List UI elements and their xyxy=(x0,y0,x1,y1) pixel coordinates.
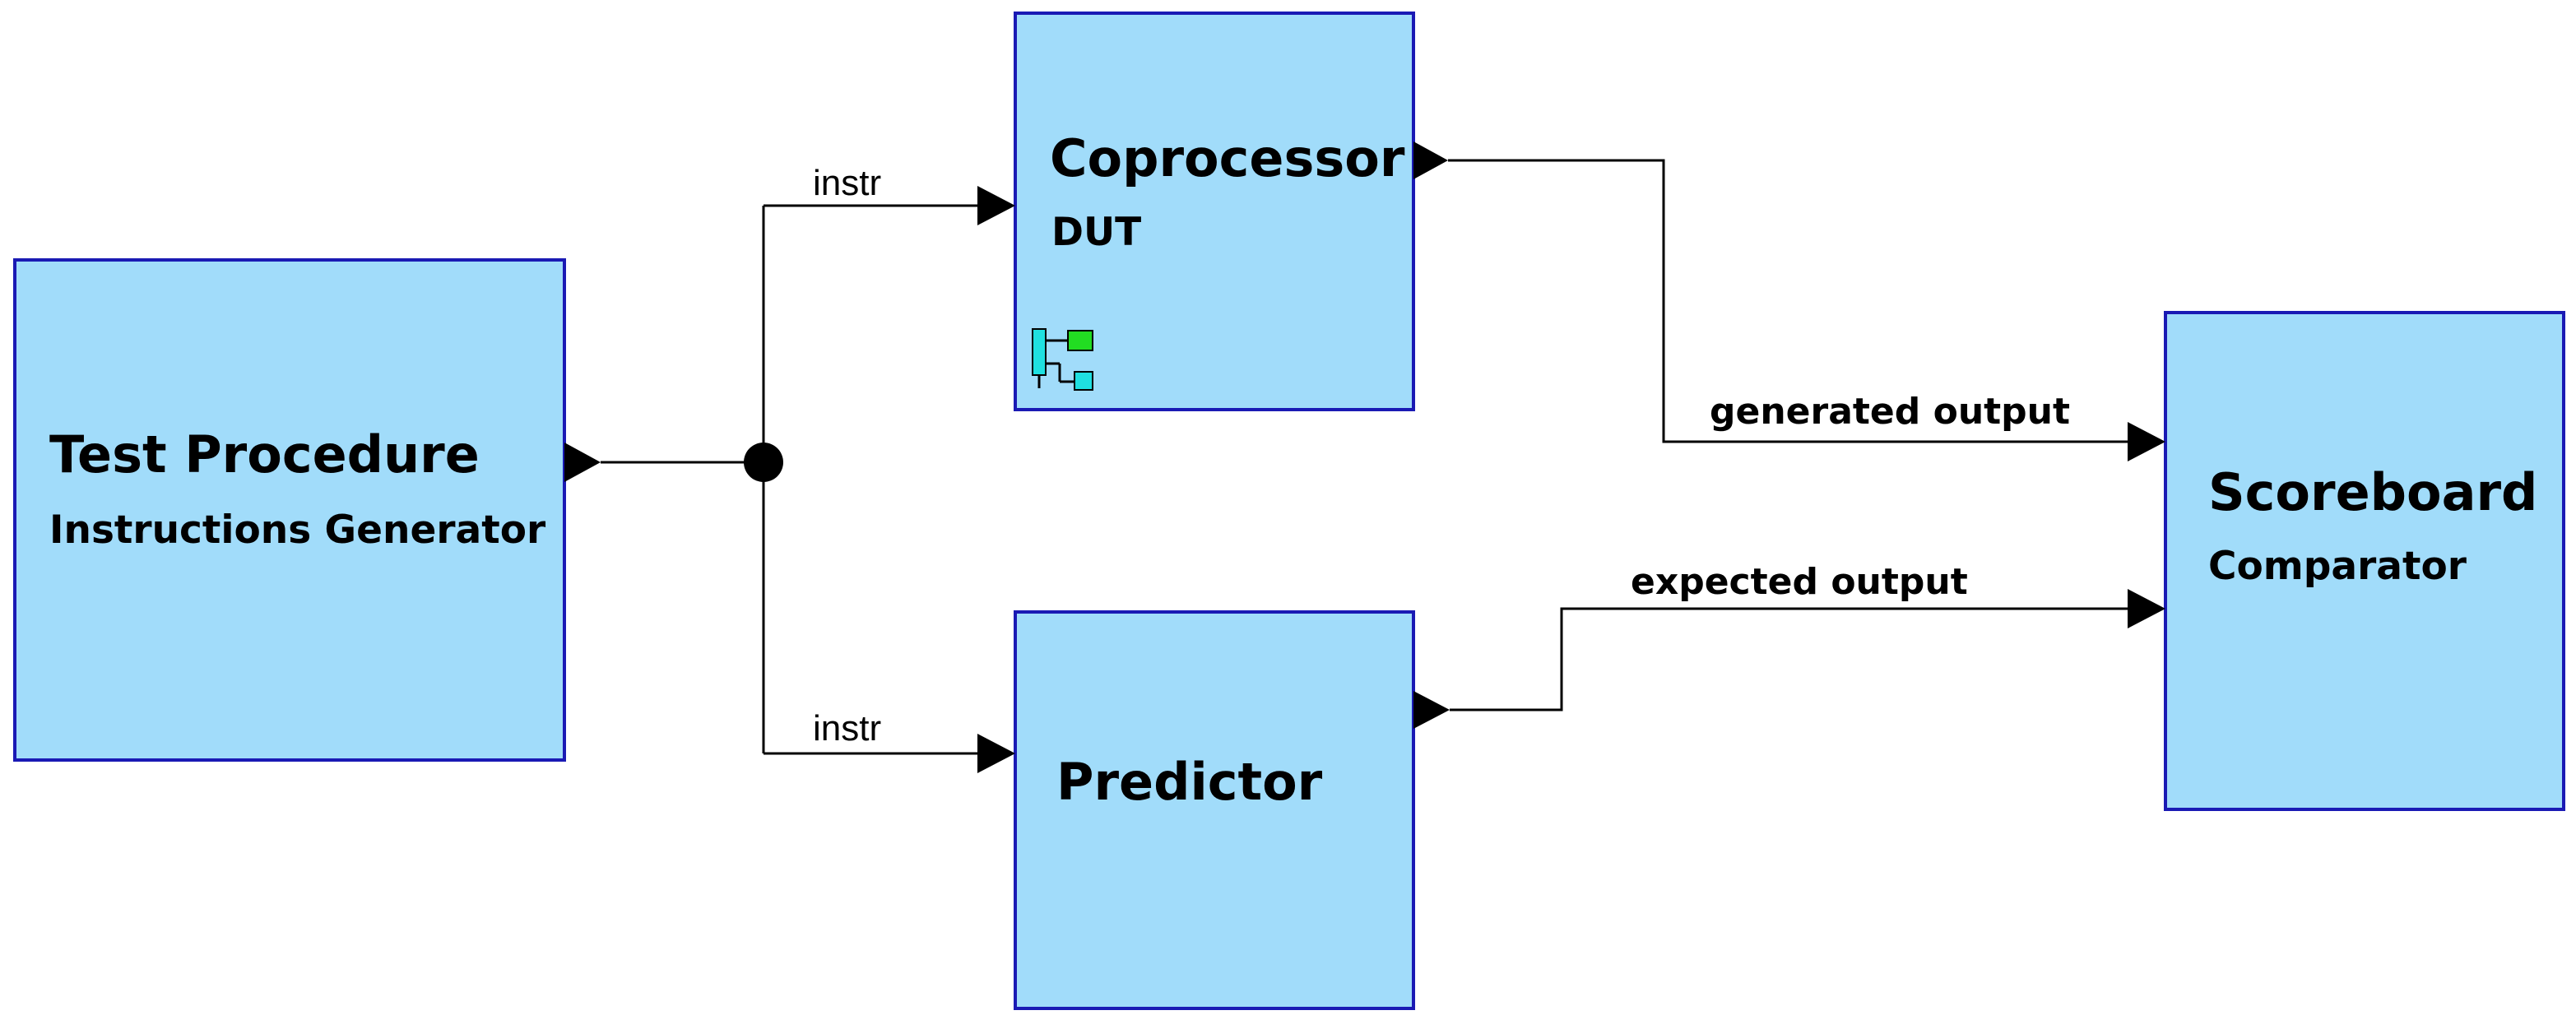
coprocessor-input-arrow xyxy=(977,186,1015,225)
predictor-input-arrow xyxy=(977,734,1015,773)
block-scoreboard-title: Scoreboard xyxy=(2208,462,2537,522)
wire-generated-output[interactable] xyxy=(1448,159,2128,443)
block-predictor-title: Predictor xyxy=(1056,752,1323,812)
hierarchy-icon[interactable] xyxy=(1032,328,1093,391)
wire-junction-dot xyxy=(744,443,783,482)
block-predictor-box xyxy=(1014,610,1415,1010)
signal-label-instr-bottom: instr xyxy=(813,708,881,749)
block-test-procedure-box xyxy=(13,258,566,762)
signal-label-expected-output: expected output xyxy=(1631,561,1968,603)
block-scoreboard-box xyxy=(2164,311,2565,811)
block-test-procedure[interactable]: Test Procedure Instructions Generator xyxy=(13,258,566,762)
block-test-procedure-subtitle: Instructions Generator xyxy=(49,508,546,553)
wire-instr-fanout[interactable] xyxy=(601,204,977,755)
block-test-procedure-title: Test Procedure xyxy=(49,424,480,484)
wire-expected-output[interactable] xyxy=(1450,607,2128,711)
predictor-output-port[interactable] xyxy=(1413,691,1450,729)
block-predictor[interactable]: Predictor xyxy=(1014,610,1415,1010)
block-coprocessor[interactable]: Coprocessor DUT xyxy=(1014,12,1415,411)
signal-label-generated-output: generated output xyxy=(1710,391,2070,433)
block-coprocessor-title: Coprocessor xyxy=(1050,128,1405,188)
block-scoreboard[interactable]: Scoreboard Comparator xyxy=(2164,311,2565,811)
scoreboard-expected-input-arrow xyxy=(2128,589,2165,628)
block-scoreboard-subtitle: Comparator xyxy=(2208,544,2467,589)
block-coprocessor-subtitle: DUT xyxy=(1051,210,1141,255)
signal-label-instr-top: instr xyxy=(813,163,881,203)
coprocessor-output-port[interactable] xyxy=(1413,141,1448,179)
test-procedure-output-port[interactable] xyxy=(564,443,601,482)
scoreboard-generated-input-arrow xyxy=(2128,422,2165,461)
